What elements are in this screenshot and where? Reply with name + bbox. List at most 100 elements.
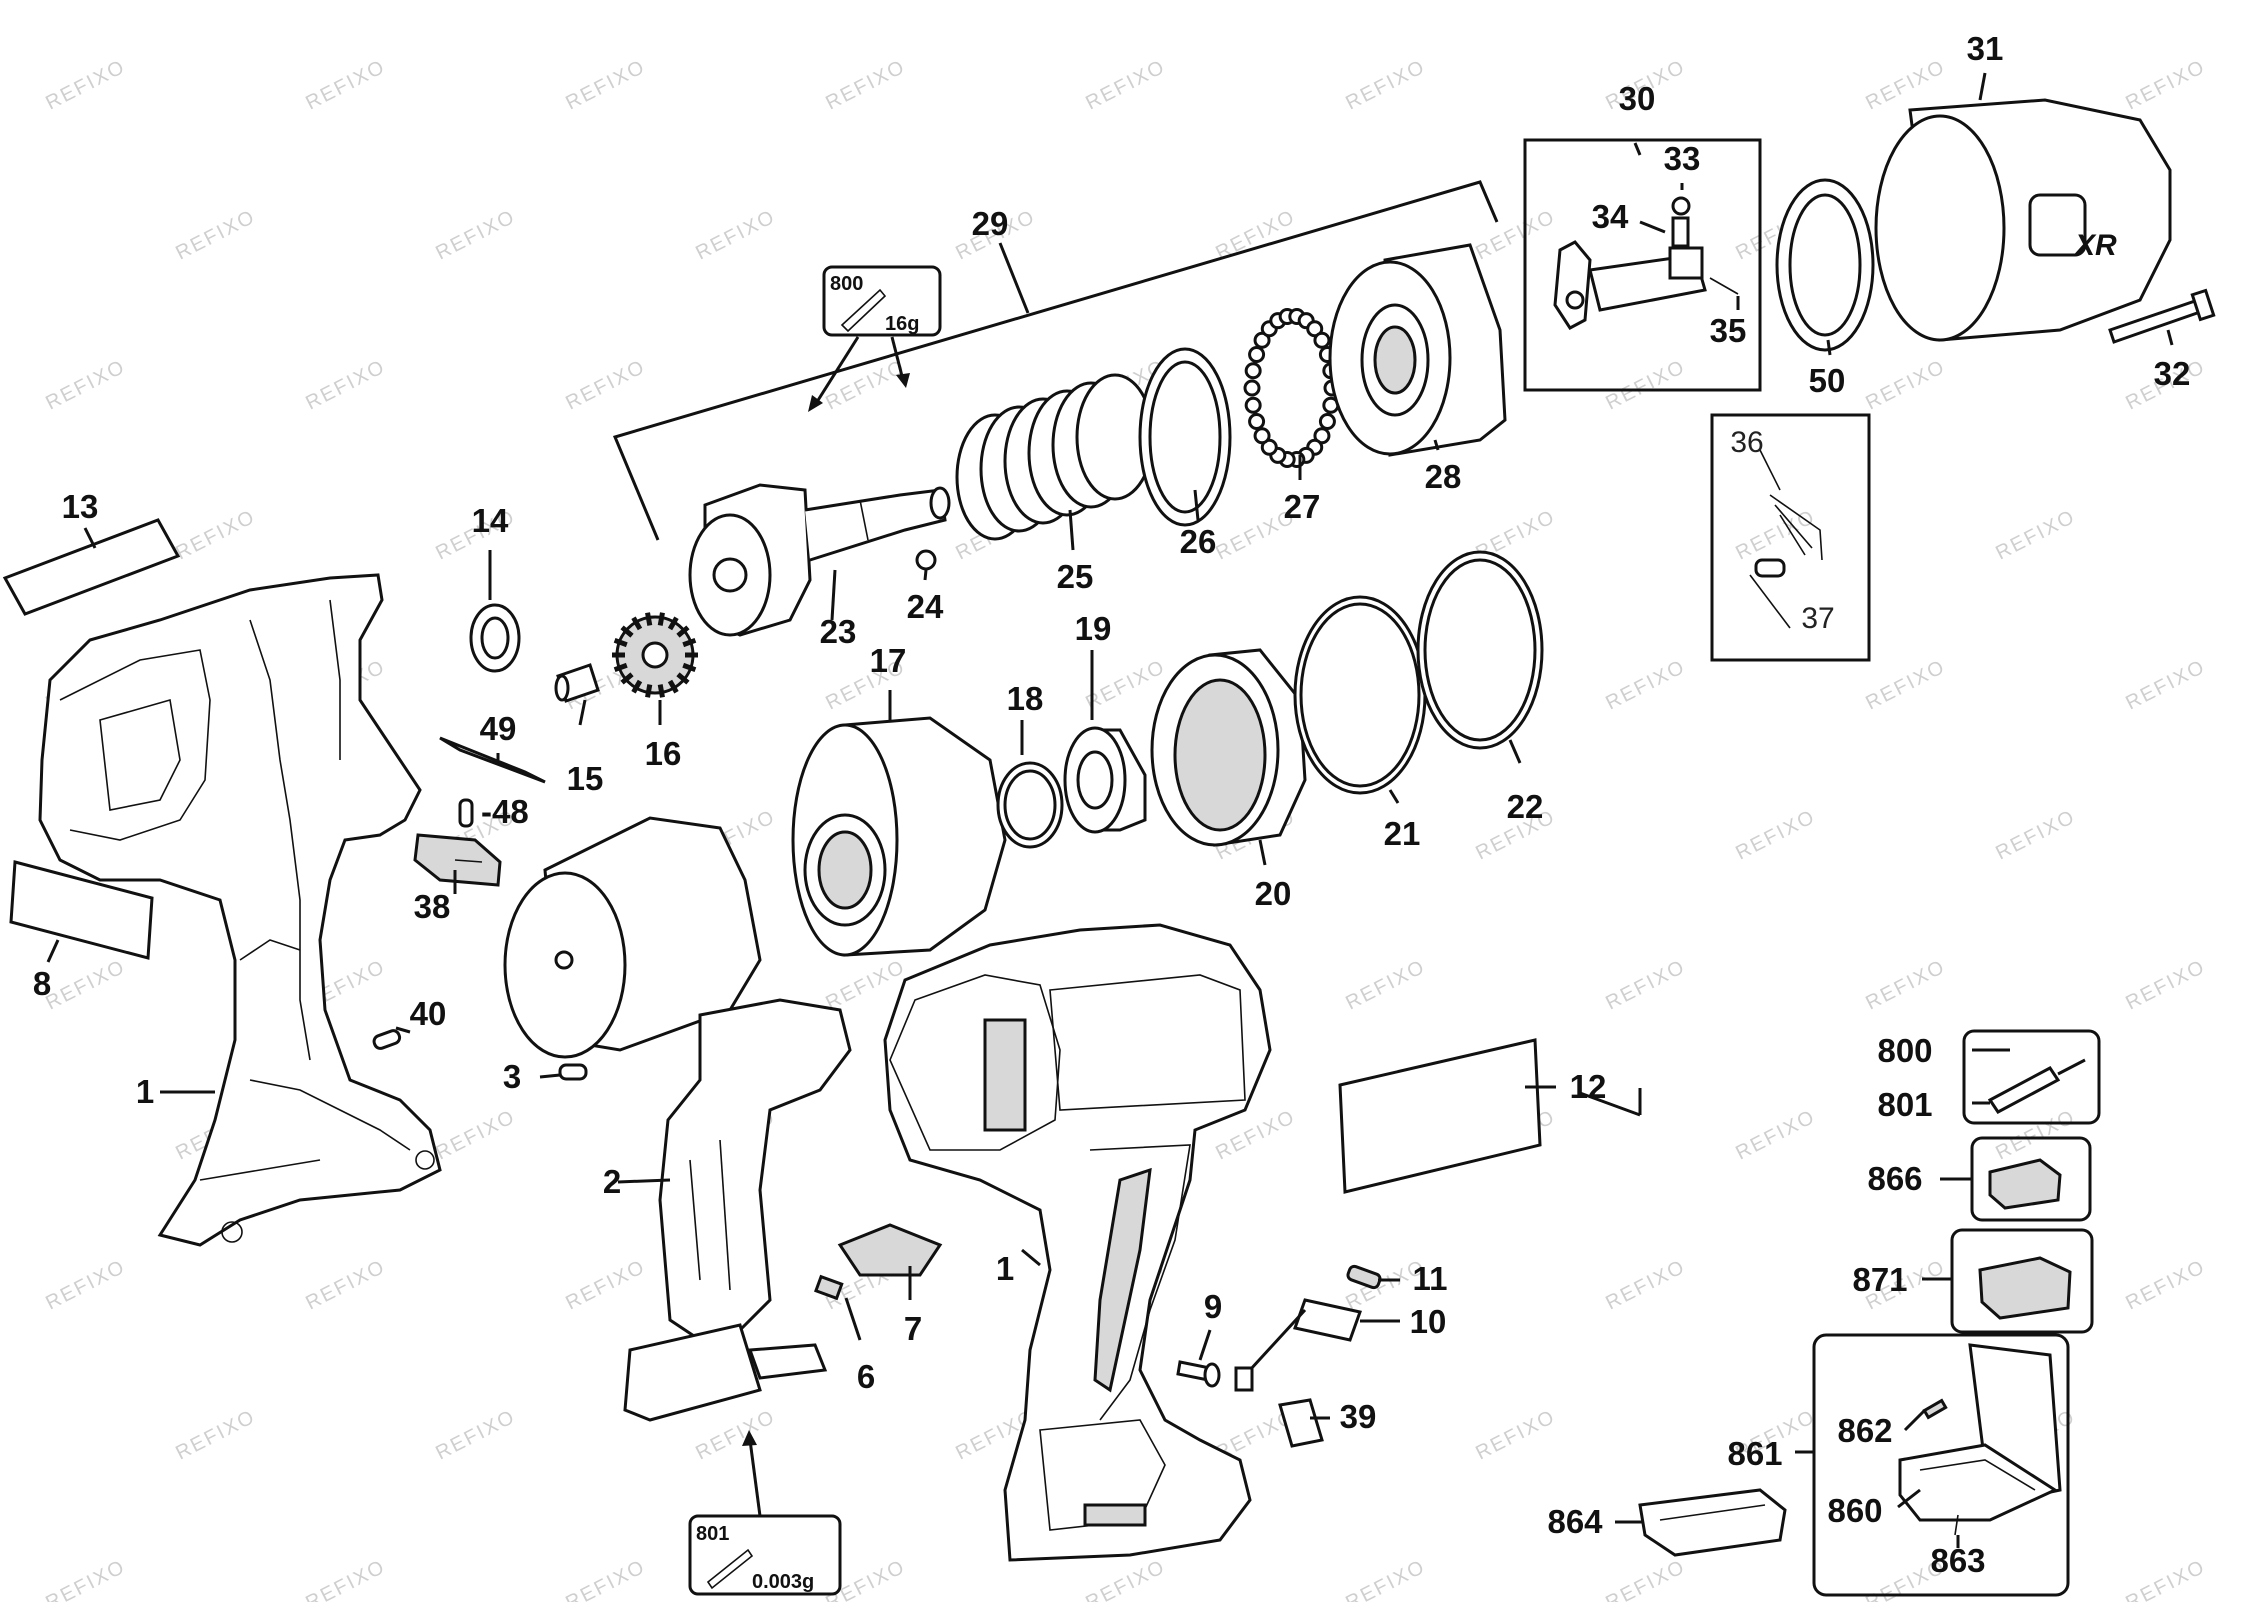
callout-23: 23 <box>820 613 857 650</box>
callout-11: 11 <box>1413 1260 1448 1297</box>
callout-17: 17 <box>870 642 907 679</box>
part-18-o-ring <box>996 761 1064 849</box>
ball-bearing <box>1318 412 1336 430</box>
gear-tooth <box>613 637 628 648</box>
watermark-text: REFIXO <box>302 1556 389 1602</box>
gear-tooth <box>613 662 628 673</box>
parts-36-37-box <box>1710 413 1871 662</box>
part-17-gear-case <box>791 716 1007 957</box>
gear-tooth <box>682 637 697 648</box>
callout-871: 871 <box>1852 1261 1907 1298</box>
ball-bearing <box>1313 331 1331 349</box>
part-8-label-sticker <box>9 860 154 960</box>
part-800-801-box <box>1962 1029 2101 1125</box>
watermark-text: REFIXO <box>172 506 259 565</box>
callout-12: 12 <box>1570 1068 1607 1105</box>
xr-logo: XR <box>2073 229 2117 262</box>
ball-bearing <box>1253 427 1271 445</box>
watermark-text: REFIXO <box>1992 1106 2079 1165</box>
part-9-screw <box>1176 1360 1221 1388</box>
part-25-spring <box>955 373 1155 541</box>
part-864-tray <box>1638 1488 1787 1557</box>
callout-860: 860 <box>1827 1492 1882 1529</box>
callout-16: 16 <box>645 735 682 772</box>
gear-tooth <box>667 616 679 631</box>
callout-7: 7 <box>904 1310 922 1347</box>
gear-tooth <box>657 684 665 698</box>
callout-864: 864 <box>1547 1503 1603 1540</box>
callout-800: 800 <box>1877 1032 1932 1069</box>
watermark-text: REFIXO <box>1602 956 1689 1015</box>
watermark-text: REFIXO <box>1342 1556 1429 1602</box>
watermark-text: REFIXO <box>692 1406 779 1465</box>
gear-tooth <box>620 625 634 638</box>
gear-tooth <box>676 625 690 638</box>
lubricant-code-800: 800 <box>830 273 863 295</box>
gear-tooth <box>676 672 690 685</box>
part-31-gear-housing: XR <box>1874 98 2172 342</box>
ball-bearing <box>1248 412 1266 430</box>
part-2-motor-switch-assembly <box>503 816 852 1422</box>
callout-37: 37 <box>1801 602 1834 635</box>
callout-18: 18 <box>1007 680 1044 717</box>
watermark-text: REFIXO <box>1602 356 1689 415</box>
watermark-text: REFIXO <box>42 1256 129 1315</box>
part-39-label <box>1278 1398 1324 1448</box>
watermark-text: REFIXO <box>2122 56 2209 115</box>
part-26-washer <box>1138 347 1232 527</box>
callout-22: 22 <box>1507 788 1544 825</box>
part-28-hammer <box>1328 243 1507 457</box>
watermark-text: REFIXO <box>1992 506 2079 565</box>
callout-21: 21 <box>1384 815 1421 852</box>
watermark-text: REFIXO <box>2122 956 2209 1015</box>
callout-39: 39 <box>1340 1398 1377 1435</box>
watermark-text: REFIXO <box>2122 1556 2209 1602</box>
gear-tooth <box>645 684 653 698</box>
watermark-text: REFIXO <box>562 1256 649 1315</box>
watermark-text: REFIXO <box>692 206 779 265</box>
callout-862: 862 <box>1837 1412 1892 1449</box>
part-1-housing-left <box>38 573 442 1247</box>
callout-15: 15 <box>567 760 604 797</box>
ball-bearing <box>1313 427 1331 445</box>
callout-40: 40 <box>410 995 447 1032</box>
watermark-text: REFIXO <box>172 206 259 265</box>
part-10-sensor-lead <box>1234 1298 1362 1392</box>
callout-863: 863 <box>1930 1542 1985 1579</box>
part-16-planet-gear <box>612 612 698 698</box>
watermark-text: REFIXO <box>822 1556 909 1602</box>
callout-48: -48 <box>481 793 529 830</box>
part-30-anvil-group-box <box>1523 138 1762 392</box>
ball-bearing <box>1260 438 1278 456</box>
callout-866: 866 <box>1867 1160 1922 1197</box>
watermark-text: REFIXO <box>42 1556 129 1602</box>
part-14-washer <box>469 603 521 673</box>
watermark-text: REFIXO <box>42 56 129 115</box>
callout-30: 30 <box>1619 80 1656 117</box>
watermark-text: REFIXO <box>1342 956 1429 1015</box>
gear-tooth <box>631 616 643 631</box>
watermark-text: REFIXO <box>432 1406 519 1465</box>
callout-14: 14 <box>472 502 509 539</box>
watermark-text: REFIXO <box>2122 656 2209 715</box>
gear-tooth <box>631 679 643 694</box>
gear-tooth <box>620 672 634 685</box>
callout-24: 24 <box>907 588 944 625</box>
watermark-text: REFIXO <box>1472 1406 1559 1465</box>
callout-6: 6 <box>857 1358 875 1395</box>
callout-29: 29 <box>972 205 1009 242</box>
lubricant-box-801-0003g: 801 0.003g <box>688 1430 842 1596</box>
ball-bearing <box>1243 379 1261 397</box>
part-22-retaining-ring <box>1416 550 1544 750</box>
watermark-text: REFIXO <box>822 56 909 115</box>
watermark-text: REFIXO <box>2122 1256 2209 1315</box>
watermark-text: REFIXO <box>1602 1556 1689 1602</box>
watermark-text: REFIXO <box>1862 356 1949 415</box>
watermark-text: REFIXO <box>1862 656 1949 715</box>
watermark-text: REFIXO <box>1082 1556 1169 1602</box>
part-15-pin <box>554 663 600 703</box>
lubricant-box-800-16g: 800 16g <box>808 265 942 412</box>
ball-bearing <box>1244 396 1262 414</box>
ball-bearing <box>1306 320 1324 338</box>
part-866-battery-box <box>1970 1136 2092 1222</box>
